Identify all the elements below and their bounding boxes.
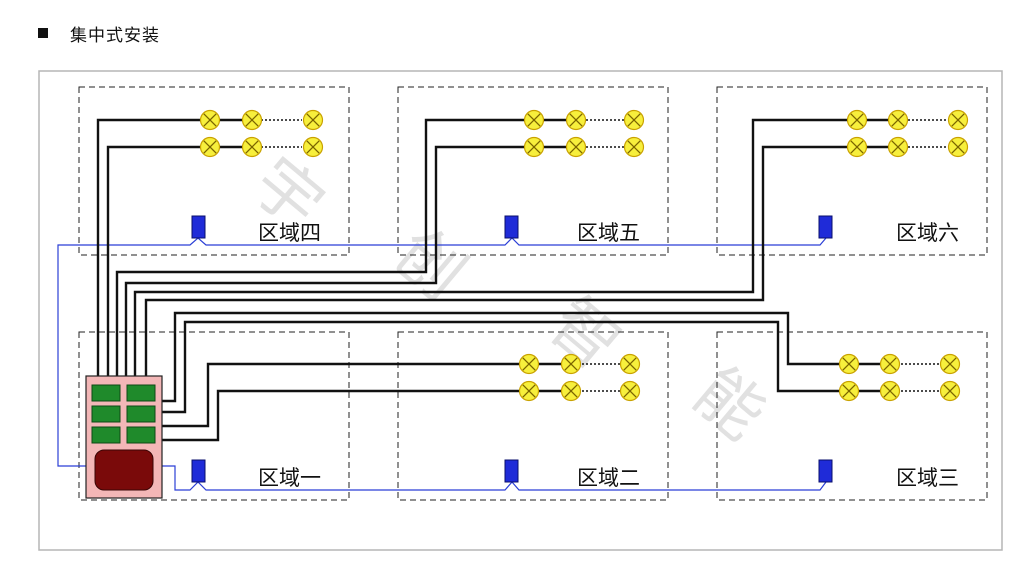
lamp-cross-circle-icon	[199, 136, 221, 158]
zone-label: 区域五	[577, 221, 640, 245]
lamp-cross-circle-icon	[199, 109, 221, 131]
zone-2-box	[397, 331, 669, 501]
controller-icon	[94, 449, 154, 491]
section-heading: 集中式安装	[38, 20, 160, 46]
lamp-cross-circle-icon	[846, 109, 868, 131]
zone-4-box	[78, 86, 350, 256]
dotted-lamp-lines	[257, 119, 948, 392]
lamp-cross-circle-icon	[523, 136, 545, 158]
lamp-cross-circle-icon	[947, 109, 969, 131]
lamp-cross-circle-icon	[565, 109, 587, 131]
watermark-char: 能	[680, 353, 780, 454]
zone-label: 区域三	[896, 466, 959, 490]
lamp-cross-circle-icon	[947, 136, 969, 158]
lamp-cross-circle-icon	[523, 109, 545, 131]
lamp-cross-circle-icon	[939, 380, 961, 402]
section-title: 集中式安装	[70, 25, 160, 46]
lamp-cross-circle-icon	[241, 136, 263, 158]
lamp-cross-circle-icon	[879, 353, 901, 375]
watermark-char: 智	[535, 283, 635, 384]
power-lines	[96, 118, 893, 442]
diagram-frame	[38, 70, 1003, 551]
lamp-cross-circle-icon	[887, 136, 909, 158]
lamps	[199, 109, 969, 402]
lamp-cross-circle-icon	[518, 380, 540, 402]
lamp-cross-circle-icon	[623, 136, 645, 158]
zone-5-box	[397, 86, 669, 256]
lamp-cross-circle-icon	[887, 109, 909, 131]
sensors	[191, 215, 833, 483]
lamp-cross-circle-icon	[560, 380, 582, 402]
lamp-cross-circle-icon	[518, 353, 540, 375]
zone-label: 区域二	[577, 466, 640, 490]
lamp-cross-circle-icon	[619, 353, 641, 375]
lamp-cross-circle-icon	[302, 109, 324, 131]
lamp-cross-circle-icon	[879, 380, 901, 402]
zone-label: 区域四	[258, 221, 321, 245]
distribution-panel-icon	[85, 375, 163, 499]
zone-label: 区域一	[258, 466, 321, 490]
breaker-group	[91, 384, 156, 444]
lamp-cross-circle-icon	[838, 380, 860, 402]
zone-label: 区域六	[896, 221, 959, 245]
lamp-cross-circle-icon	[565, 136, 587, 158]
zone-6-box	[716, 86, 988, 256]
zone-3-box	[716, 331, 988, 501]
lamp-cross-circle-icon	[302, 136, 324, 158]
lamp-cross-circle-icon	[846, 136, 868, 158]
black-square-icon	[38, 28, 48, 38]
sensor-icon	[818, 215, 833, 239]
lamp-cross-circle-icon	[619, 380, 641, 402]
sensor-icon	[191, 459, 206, 483]
sensor-icon	[504, 215, 519, 239]
lamp-cross-circle-icon	[241, 109, 263, 131]
zone-1-box	[78, 331, 350, 501]
sensor-icon	[504, 459, 519, 483]
lamp-cross-circle-icon	[939, 353, 961, 375]
lamp-cross-circle-icon	[838, 353, 860, 375]
sensor-icon	[818, 459, 833, 483]
lamp-cross-circle-icon	[623, 109, 645, 131]
sensor-icon	[191, 215, 206, 239]
signal-lines	[57, 237, 827, 491]
lamp-cross-circle-icon	[560, 353, 582, 375]
